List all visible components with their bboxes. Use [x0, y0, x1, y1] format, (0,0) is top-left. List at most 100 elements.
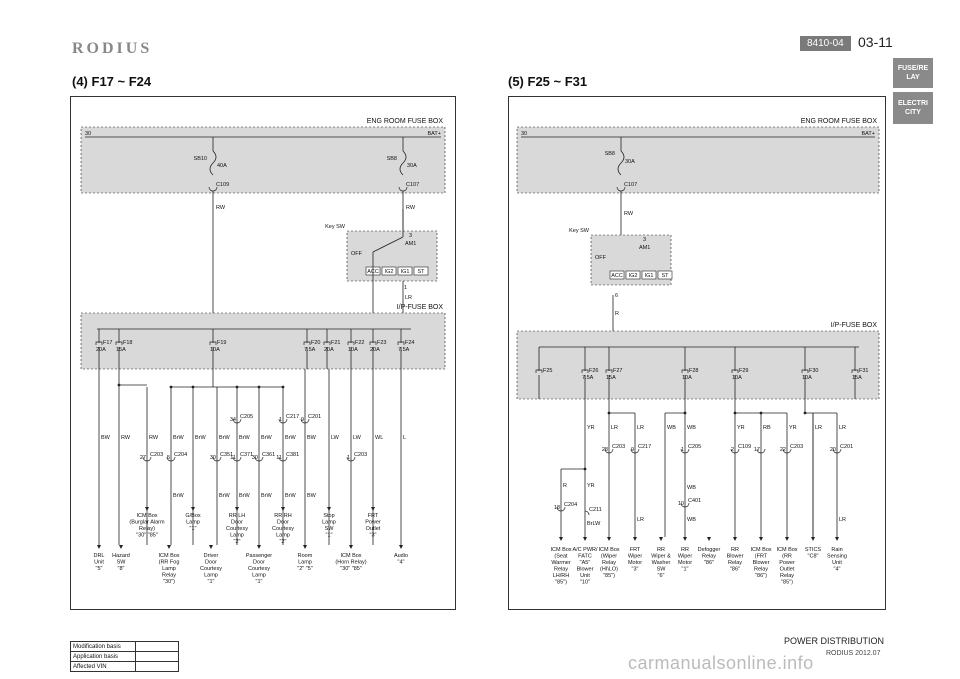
- fuse-id: F29: [739, 368, 748, 374]
- bottom-load-label: "10": [580, 580, 590, 586]
- bottom-load-label: Power: [779, 560, 795, 566]
- tab-electricity[interactable]: ELECTRI CITY: [893, 92, 933, 124]
- bottom-load-label: RR: [657, 547, 665, 553]
- fuse-id: F21: [331, 340, 340, 346]
- arrow-head: [191, 507, 195, 511]
- mid-load-label: Door: [277, 520, 289, 526]
- wire-color: BW: [307, 493, 317, 499]
- connector: [680, 502, 690, 508]
- connector-id: C205: [688, 444, 701, 450]
- fuse-symbol: [397, 341, 405, 345]
- mid-load-label: Door: [231, 520, 243, 526]
- fuse-symbol: [347, 341, 355, 345]
- fuse-id: F20: [311, 340, 320, 346]
- fuse-rating: 15A: [852, 375, 862, 381]
- key-switch-pin: 6: [615, 293, 618, 299]
- bottom-load-label: "4": [834, 567, 841, 573]
- fuse-id: F23: [377, 340, 386, 346]
- bottom-load-label: RR: [681, 547, 689, 553]
- fuse-rating: 15A: [116, 347, 126, 353]
- mid-load-label: Relay): [139, 526, 155, 532]
- bottom-load-label: ICM Box: [598, 547, 619, 553]
- bottom-load-label: Outlet: [780, 567, 795, 573]
- bottom-load-label: Defogger: [698, 547, 721, 553]
- wire-color: LW: [331, 435, 340, 441]
- eng-box-label: ENG ROOM FUSE BOX: [367, 118, 444, 125]
- fuse-rating: 10A: [732, 375, 742, 381]
- bottom-load-label: Lamp: [204, 573, 218, 579]
- mid-load-label: "2": [280, 539, 287, 545]
- connector: [278, 418, 288, 424]
- bottom-load-label: Unit: [94, 560, 104, 566]
- bottom-load-label: "8": [118, 566, 125, 572]
- wire-color: WL: [375, 435, 383, 441]
- fuse-rating: 10A: [210, 347, 220, 353]
- bottom-load-label: Lamp: [252, 573, 266, 579]
- connector-pin: 27: [140, 455, 146, 461]
- key-switch-position-label: ACC: [611, 273, 623, 279]
- wire-color: RW: [149, 435, 159, 441]
- bottom-load-label: "1": [256, 579, 263, 585]
- footer-title: POWER DISTRIBUTION: [784, 636, 885, 646]
- connector-id: C107: [406, 182, 419, 188]
- arrow-head: [785, 537, 789, 541]
- key-switch-position: [657, 270, 673, 280]
- key-switch-off: OFF: [351, 251, 363, 257]
- mid-load-label: Stop: [323, 513, 334, 519]
- revision-table: Modification basis Application basis Aff…: [70, 641, 179, 672]
- connector: [346, 456, 356, 462]
- connector-id: C204: [174, 452, 187, 458]
- connector-pin: 30: [210, 455, 216, 461]
- bottom-load-label: "A5": [580, 560, 591, 566]
- bottom-load-label: Blower: [727, 554, 744, 560]
- revision-row: Affected VIN: [70, 661, 179, 672]
- arrow-head: [683, 537, 687, 541]
- connector-pin: 2: [731, 447, 734, 453]
- bottom-load-label: Door: [253, 560, 265, 566]
- connector: [278, 456, 288, 462]
- wire-color: BrW: [219, 493, 231, 499]
- connector-pin: 34: [230, 417, 236, 423]
- bottom-load-label: A/C PWR/: [572, 547, 598, 553]
- arrow-head: [759, 537, 763, 541]
- page-number: 03-11: [858, 34, 893, 50]
- bottom-load-label: "C8": [808, 554, 819, 560]
- fuse-id: F24: [405, 340, 414, 346]
- bottom-load-label: Lamp: [298, 560, 312, 566]
- bottom-load-label: Relay: [728, 560, 742, 566]
- wire-color: RW: [121, 435, 131, 441]
- mid-load-label: G/Box: [185, 513, 201, 519]
- connector: [212, 456, 222, 462]
- fuse-id: F25: [543, 368, 552, 374]
- revision-label: Affected VIN: [70, 661, 136, 672]
- tab-label: FUSE/RE LAY: [897, 65, 929, 81]
- eng-room-fuse-box: [516, 126, 880, 194]
- bottom-load-label: Courtesy: [200, 566, 222, 572]
- fuse-rating: 15A: [606, 375, 616, 381]
- tab-fuse-relay[interactable]: FUSE/RE LAY: [893, 58, 933, 88]
- key-switch-pin: 1: [404, 285, 407, 291]
- key-switch-position-label: IG1: [401, 269, 410, 275]
- connector: [584, 510, 590, 516]
- connector: [630, 448, 640, 454]
- bottom-load-label: Relay: [702, 554, 716, 560]
- bottom-load-label: Motor: [678, 560, 692, 566]
- fuse-symbol: [95, 341, 103, 345]
- key-switch-label: Key SW: [325, 224, 346, 230]
- fuse-symbol: [209, 341, 217, 345]
- wire-color: BrW: [261, 435, 273, 441]
- key-switch-am: AM1: [405, 241, 416, 247]
- connector: [300, 418, 310, 424]
- connector: [254, 456, 264, 462]
- key-switch-position-label: ST: [661, 273, 669, 279]
- wire-color: WB: [687, 425, 696, 431]
- bottom-load-label: "30"): [163, 579, 175, 585]
- bottom-load-label: "86": [730, 567, 740, 573]
- mid-load-label: Lamp: [276, 533, 290, 539]
- arrow-head: [119, 545, 123, 549]
- arrow-head: [559, 537, 563, 541]
- bottom-load-label: Courtesy: [248, 566, 270, 572]
- connector-pin: 11: [230, 455, 236, 461]
